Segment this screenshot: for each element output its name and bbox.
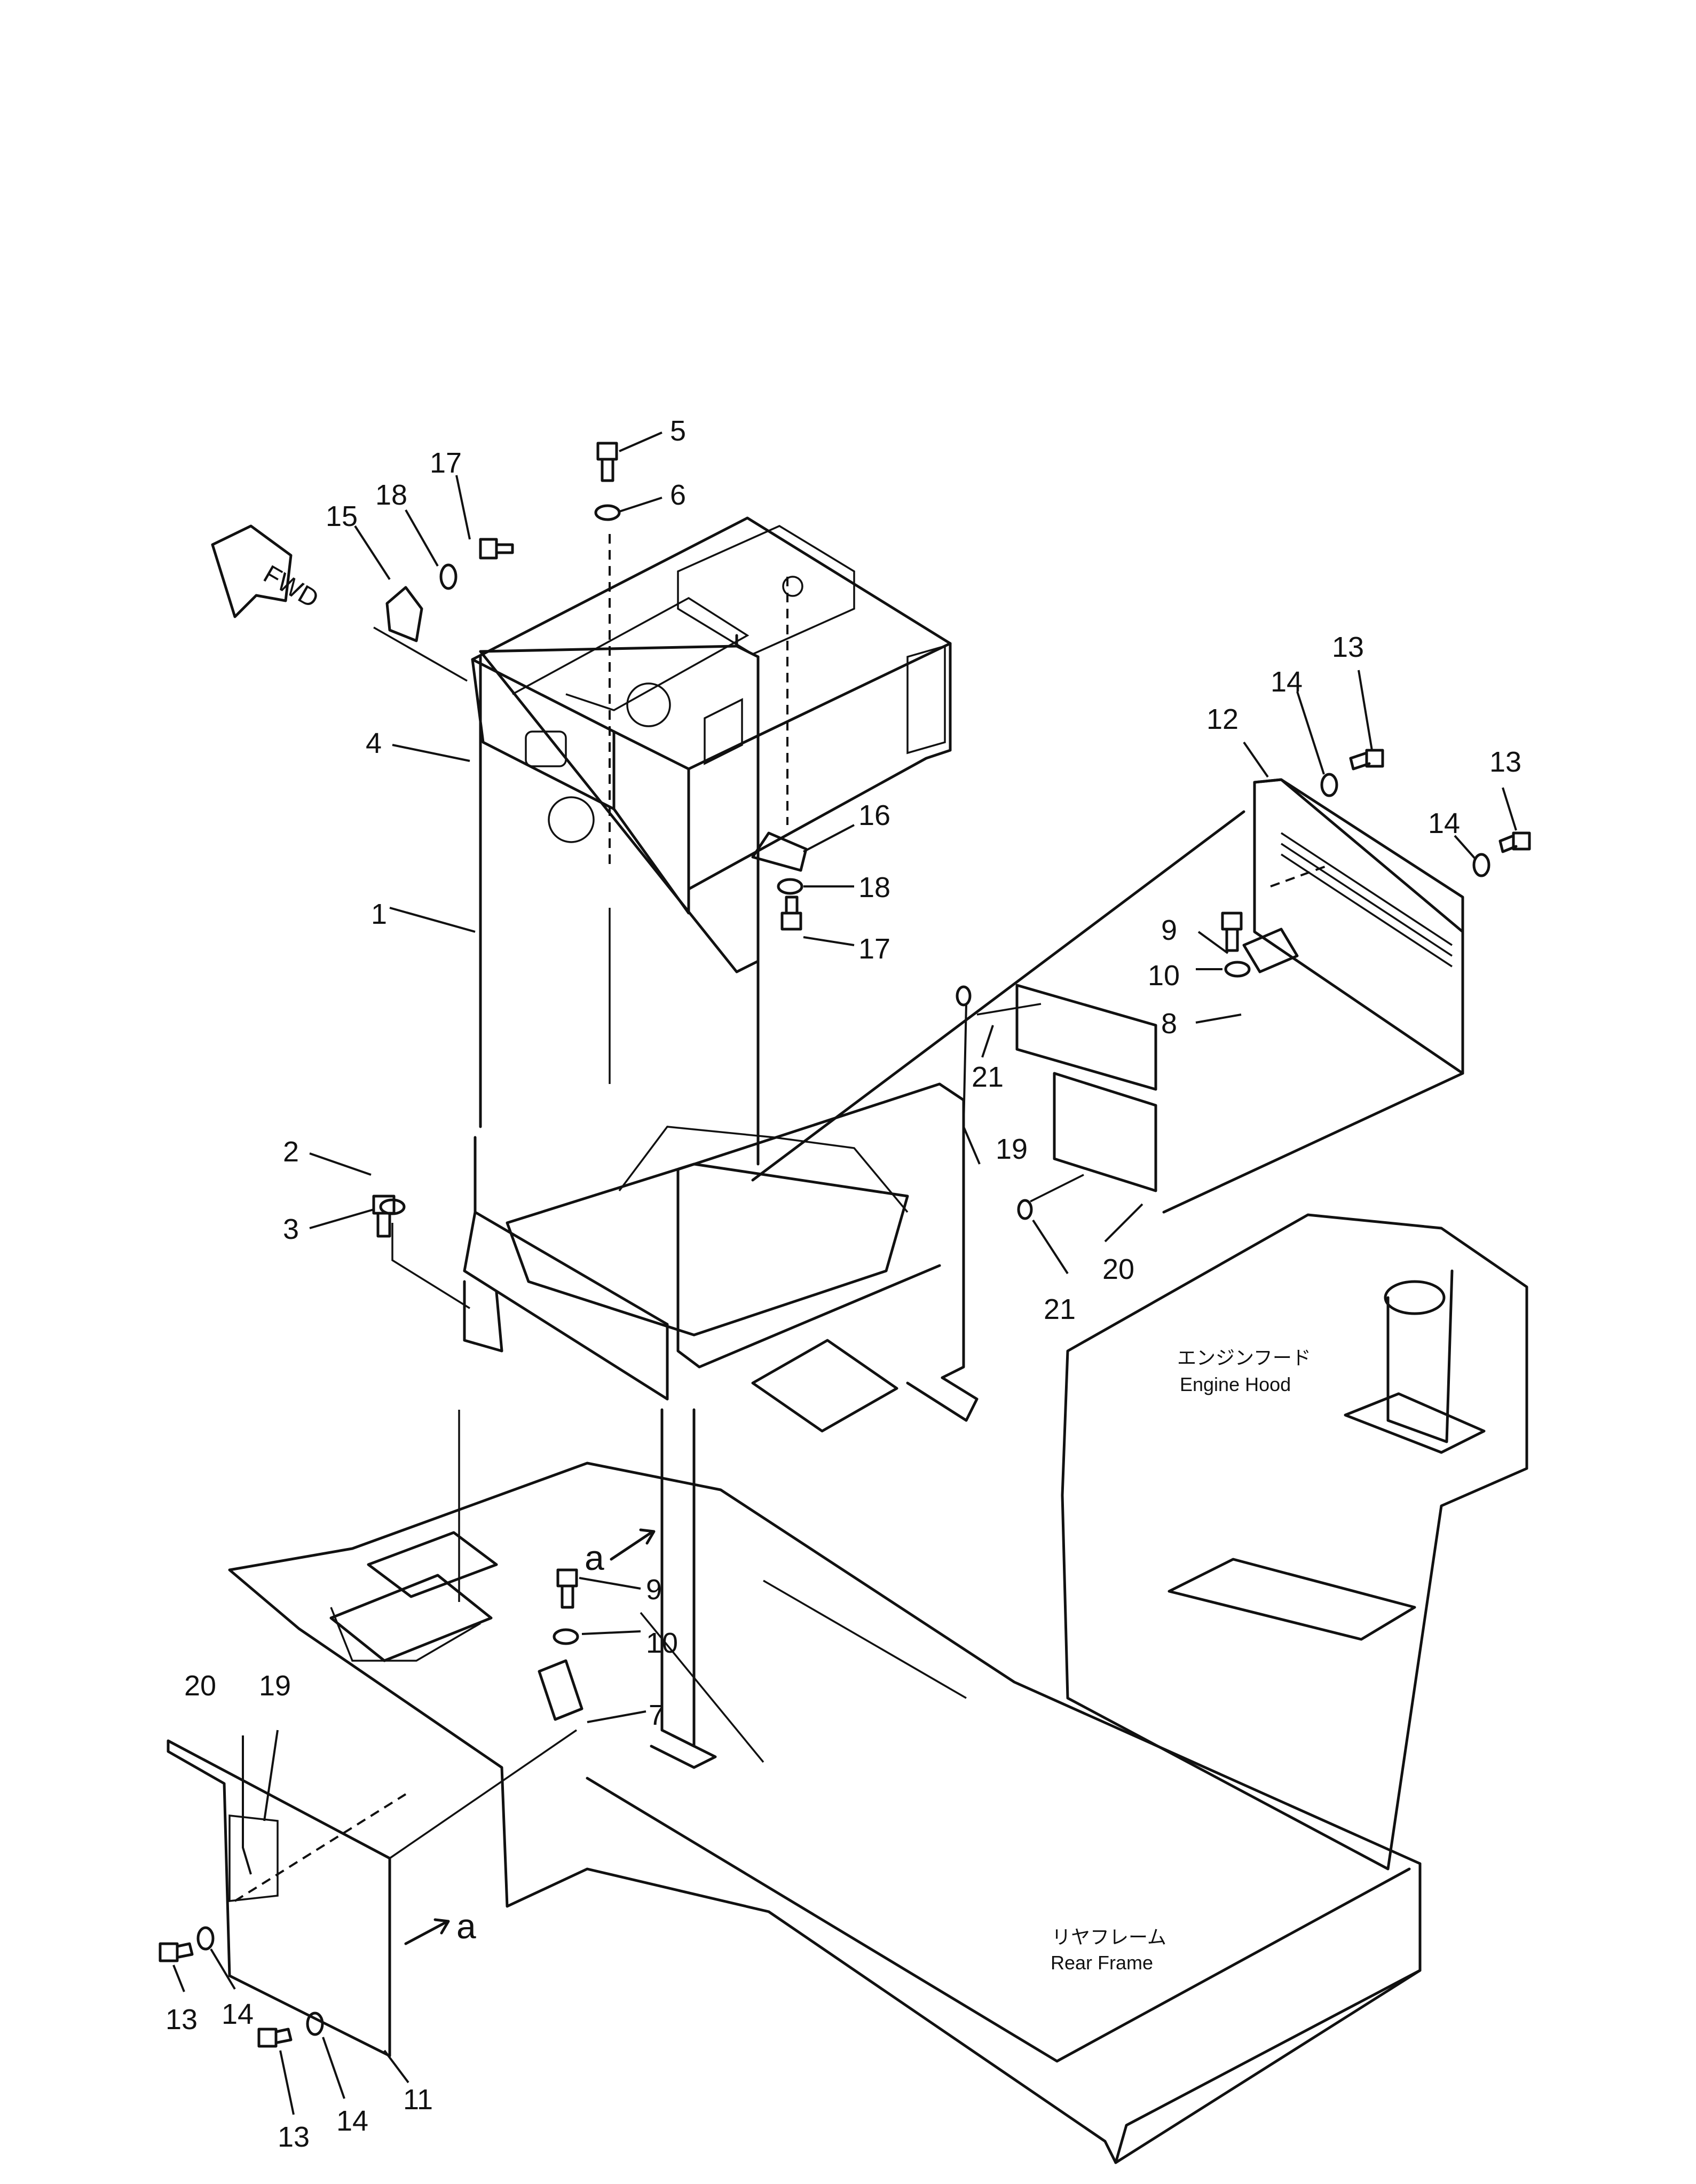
side-panel-part-11	[167, 1739, 391, 2057]
main-frame-part-1	[463, 634, 979, 1769]
rear-frame: リヤフレーム Rear Frame	[228, 1462, 1422, 2164]
callout-9b: 9	[646, 1574, 662, 1606]
callout-14c: 14	[222, 1998, 254, 2030]
callout-18b: 18	[858, 871, 890, 904]
bolt-icon	[159, 1942, 194, 1962]
washer-icon	[196, 1926, 215, 1951]
callout-18: 18	[375, 479, 407, 511]
fwd-label: FWD	[259, 560, 324, 614]
washer-icon	[1472, 853, 1490, 877]
engine-hood: エンジンフード Engine Hood	[1061, 1213, 1528, 1871]
pad-part-20	[1053, 1072, 1157, 1192]
rear-frame-en: Rear Frame	[1051, 1952, 1153, 1974]
bracket-part-7	[538, 1659, 583, 1721]
bolt-icon	[479, 538, 514, 560]
callout-14b: 14	[1428, 807, 1460, 839]
callout-10b: 10	[646, 1627, 678, 1659]
callout-13c: 13	[165, 2004, 198, 2036]
callout-3: 3	[283, 1213, 299, 1245]
pad-part-19	[1015, 984, 1157, 1091]
bracket-part-15	[385, 586, 423, 642]
callout-15: 15	[326, 500, 358, 532]
bolt-icon	[556, 1568, 578, 1609]
washer-icon	[777, 878, 803, 895]
o-ring-icon	[956, 985, 972, 1007]
bolt-icon	[1221, 912, 1243, 952]
engine-hood-jp: エンジンフード	[1177, 1347, 1311, 1369]
callout-17b: 17	[858, 933, 890, 965]
view-label-a: a	[585, 1538, 604, 1577]
callout-12: 12	[1206, 703, 1239, 735]
washer-icon	[306, 2012, 324, 2036]
callout-19b: 19	[259, 1670, 291, 1702]
washer-icon	[1224, 961, 1251, 978]
callout-17: 17	[430, 447, 462, 479]
callout-10: 10	[1148, 960, 1180, 992]
washer-icon	[439, 563, 457, 590]
callout-13: 13	[1332, 631, 1364, 663]
mount-pad-right	[751, 1339, 898, 1433]
washer-icon	[594, 504, 621, 521]
callout-5: 5	[670, 415, 686, 447]
bolt-icon	[780, 895, 802, 931]
callout-8: 8	[1161, 1008, 1177, 1040]
callout-20b: 20	[184, 1670, 216, 1702]
bolt-icon	[257, 2028, 293, 2048]
callout-21b: 21	[1044, 1293, 1076, 1325]
fwd-arrow-icon: FWD	[211, 524, 324, 618]
callout-11: 11	[403, 2084, 433, 2116]
callout-4: 4	[366, 727, 382, 759]
callout-13d: 13	[278, 2121, 310, 2153]
callout-16: 16	[858, 799, 890, 831]
callout-2: 2	[283, 1136, 299, 1168]
bolt-icon	[1349, 749, 1384, 771]
bolt-icon	[596, 442, 618, 482]
washer-icon	[553, 1628, 579, 1645]
panel-part-12	[751, 778, 1464, 1214]
callout-13b: 13	[1489, 746, 1521, 778]
callout-9: 9	[1161, 914, 1177, 946]
bracket-part-16	[751, 831, 808, 872]
bolt-icon	[1498, 831, 1531, 853]
view-label-a: a	[456, 1906, 476, 1946]
leader-lines	[172, 431, 1517, 2115]
callout-6: 6	[670, 479, 686, 511]
o-ring-icon	[1017, 1199, 1033, 1220]
washer-icon	[379, 1198, 406, 1215]
callout-19: 19	[996, 1133, 1028, 1165]
mount-pad-left	[329, 1531, 498, 1662]
bolt-icon	[372, 1195, 396, 1238]
callout-14: 14	[1271, 666, 1303, 698]
callout-1: 1	[371, 898, 387, 930]
callout-7: 7	[649, 1699, 665, 1731]
washer-icon	[1320, 773, 1338, 797]
callout-21: 21	[972, 1061, 1004, 1093]
engine-hood-en: Engine Hood	[1180, 1373, 1291, 1395]
callout-14d: 14	[336, 2105, 368, 2137]
callout-20: 20	[1102, 1253, 1134, 1285]
top-cover-part-4	[471, 516, 952, 915]
rear-frame-jp: リヤフレーム	[1052, 1926, 1166, 1948]
